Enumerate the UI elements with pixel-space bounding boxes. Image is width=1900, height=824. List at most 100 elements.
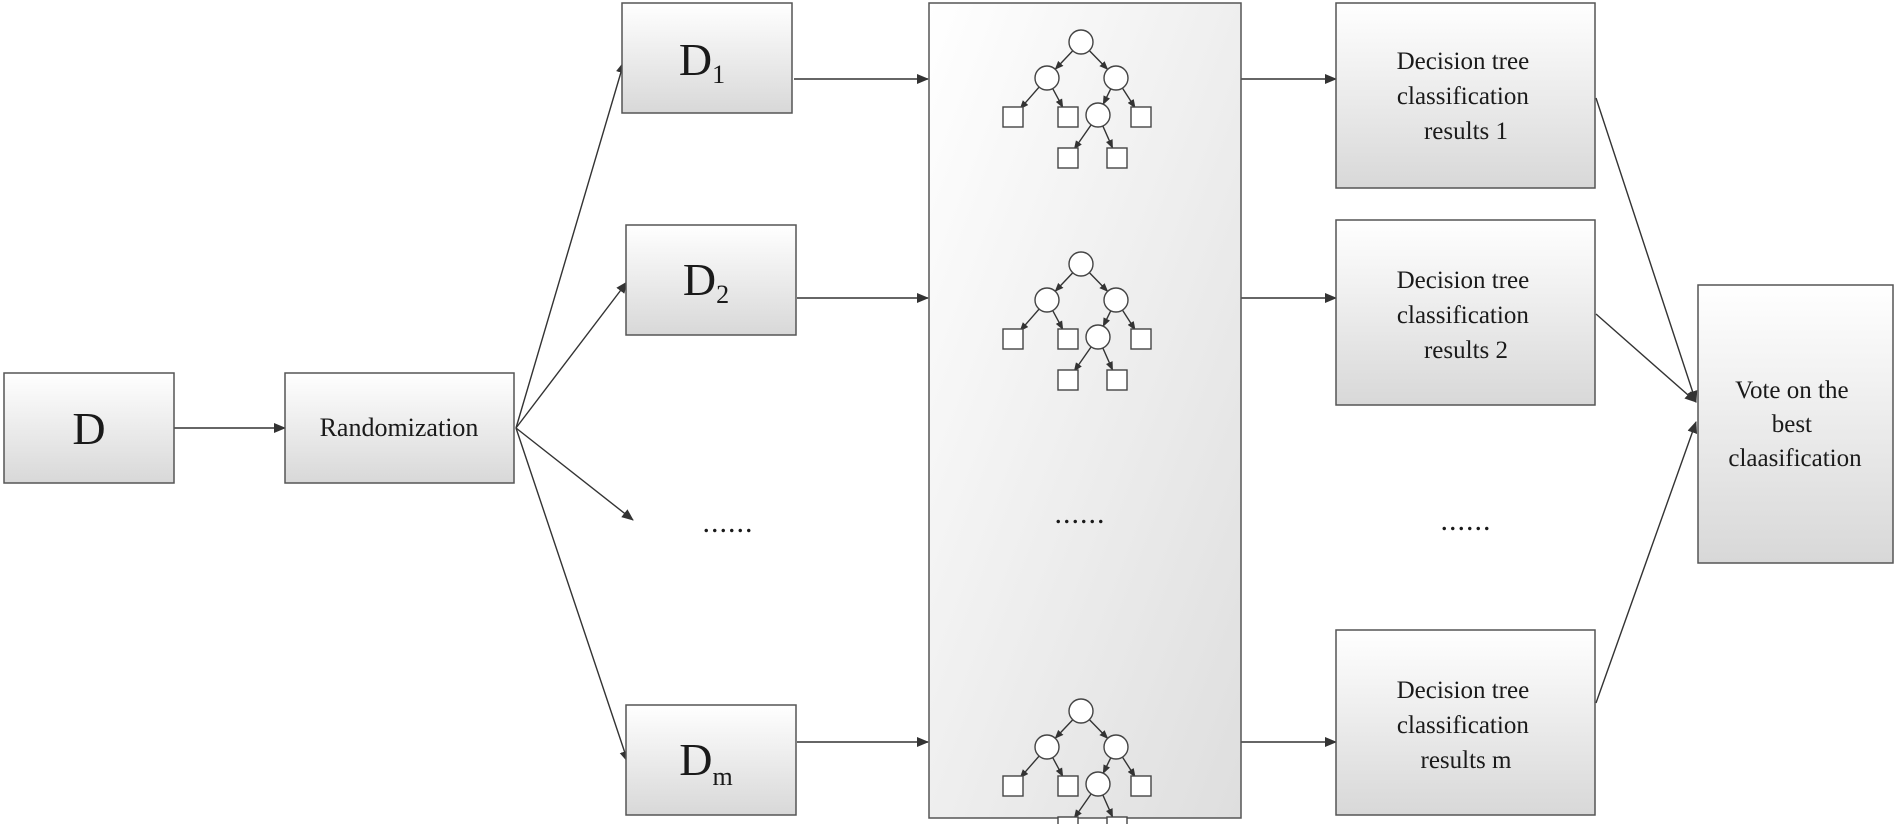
tree-edge xyxy=(1052,757,1064,778)
tree-edge xyxy=(1073,793,1092,819)
tree-leaf-node xyxy=(1130,328,1152,350)
arrow-result1-to-vote xyxy=(1595,97,1698,403)
forest-ellipsis: ...... xyxy=(1055,497,1106,530)
subset-box-2: D2 xyxy=(625,224,797,336)
tree-split-node xyxy=(1085,771,1111,797)
subset-1-sub: 1 xyxy=(712,60,725,89)
tree-leaf-node xyxy=(1106,147,1128,169)
subset-1-main: D xyxy=(679,34,712,85)
input-box: D xyxy=(3,372,175,484)
tree-leaf-node xyxy=(1057,106,1079,128)
tree-edge xyxy=(1102,88,1112,106)
result-2-line-3: results 2 xyxy=(1424,337,1508,364)
arrow-resultm-to-vote xyxy=(1595,421,1698,704)
decision-tree-1 xyxy=(1002,29,1152,169)
vote-line-2: best xyxy=(1772,411,1812,438)
decision-tree-2 xyxy=(1002,251,1152,391)
tree-leaf-node xyxy=(1130,106,1152,128)
tree-split-node xyxy=(1034,287,1060,313)
arrow-randomization-to-ellipsis xyxy=(515,427,634,521)
subset-2-main: D xyxy=(683,254,716,305)
tree-leaf-node xyxy=(1057,328,1079,350)
tree-leaf-node xyxy=(1130,775,1152,797)
tree-split-node xyxy=(1034,734,1060,760)
result-1-line-2: classification xyxy=(1397,83,1529,110)
tree-edge xyxy=(1121,309,1136,331)
input-label: D xyxy=(72,403,105,454)
tree-split-node xyxy=(1068,29,1094,55)
forest-panel: ...... xyxy=(928,2,1242,824)
tree-edge xyxy=(1019,308,1040,332)
result-m-line-2: classification xyxy=(1397,712,1529,739)
result-box-1: Decision tree classification results 1 xyxy=(1335,2,1596,189)
tree-edge xyxy=(1121,87,1136,109)
tree-split-node xyxy=(1068,251,1094,277)
connectors xyxy=(174,61,1698,763)
tree-split-node xyxy=(1103,734,1129,760)
tree-edge xyxy=(1052,310,1064,331)
tree-edge xyxy=(1073,346,1092,372)
tree-leaf-node xyxy=(1106,369,1128,391)
tree-split-node xyxy=(1034,65,1060,91)
subset-ellipsis: ...... xyxy=(703,506,754,539)
tree-edge xyxy=(1102,310,1112,328)
svg-text:D1: D1 xyxy=(679,34,725,89)
arrow-result2-to-vote xyxy=(1595,313,1697,403)
svg-text:Dm: Dm xyxy=(679,734,732,791)
randomization-box: Randomization xyxy=(284,372,515,484)
tree-edge xyxy=(1088,50,1109,71)
result-box-2: Decision tree classification results 2 xyxy=(1335,219,1596,406)
svg-text:Vote on the best c: Vote on the best claasification xyxy=(1728,377,1862,472)
tree-split-node xyxy=(1085,102,1111,128)
svg-text:Decision tree classifica: Decision tree classification results 1 xyxy=(1397,48,1536,145)
tree-edge xyxy=(1088,719,1109,740)
tree-leaf-node xyxy=(1057,369,1079,391)
vote-box: Vote on the best claasification xyxy=(1697,284,1894,564)
tree-leaf-node xyxy=(1057,816,1079,824)
arrow-randomization-to-d1 xyxy=(515,61,626,429)
vote-line-3: claasification xyxy=(1728,445,1862,472)
vote-line-1: Vote on the xyxy=(1735,377,1848,404)
tree-edge xyxy=(1019,86,1040,110)
tree-edge xyxy=(1054,719,1074,739)
result-2-line-2: classification xyxy=(1397,302,1529,329)
tree-split-node xyxy=(1085,324,1111,350)
svg-text:D2: D2 xyxy=(683,254,729,309)
tree-split-node xyxy=(1103,65,1129,91)
result-1-line-3: results 1 xyxy=(1424,118,1508,145)
result-1-line-1: Decision tree xyxy=(1397,48,1530,75)
arrow-randomization-to-d2 xyxy=(515,281,628,429)
tree-edge xyxy=(1102,757,1112,775)
tree-edge xyxy=(1054,50,1074,70)
randomization-label: Randomization xyxy=(320,413,479,442)
arrow-randomization-to-dm xyxy=(515,427,630,763)
result-box-m: Decision tree classification results m xyxy=(1335,629,1596,816)
decision-tree-m xyxy=(1002,698,1152,824)
tree-edge xyxy=(1102,347,1114,371)
tree-edge xyxy=(1052,88,1064,109)
svg-text:Decision tree classifica: Decision tree classification results 2 xyxy=(1397,267,1536,364)
tree-edge xyxy=(1088,272,1109,293)
subset-m-main: D xyxy=(679,734,712,785)
subset-m-sub: m xyxy=(713,762,733,791)
tree-leaf-node xyxy=(1106,816,1128,824)
tree-edge xyxy=(1073,124,1092,150)
tree-edge xyxy=(1102,125,1114,149)
result-2-line-1: Decision tree xyxy=(1397,267,1530,294)
tree-split-node xyxy=(1103,287,1129,313)
subset-2-sub: 2 xyxy=(716,280,729,309)
tree-edge xyxy=(1054,272,1074,292)
svg-text:Decision tree classifica: Decision tree classification results m xyxy=(1397,677,1536,774)
result-ellipsis: ...... xyxy=(1441,504,1492,537)
tree-edge xyxy=(1121,756,1136,778)
tree-split-node xyxy=(1068,698,1094,724)
tree-leaf-node xyxy=(1002,328,1024,350)
result-m-line-3: results m xyxy=(1421,747,1513,774)
tree-leaf-node xyxy=(1057,775,1079,797)
result-m-line-1: Decision tree xyxy=(1397,677,1530,704)
subset-box-m: Dm xyxy=(625,704,797,816)
tree-edge xyxy=(1019,755,1040,779)
tree-leaf-node xyxy=(1057,147,1079,169)
tree-leaf-node xyxy=(1002,775,1024,797)
